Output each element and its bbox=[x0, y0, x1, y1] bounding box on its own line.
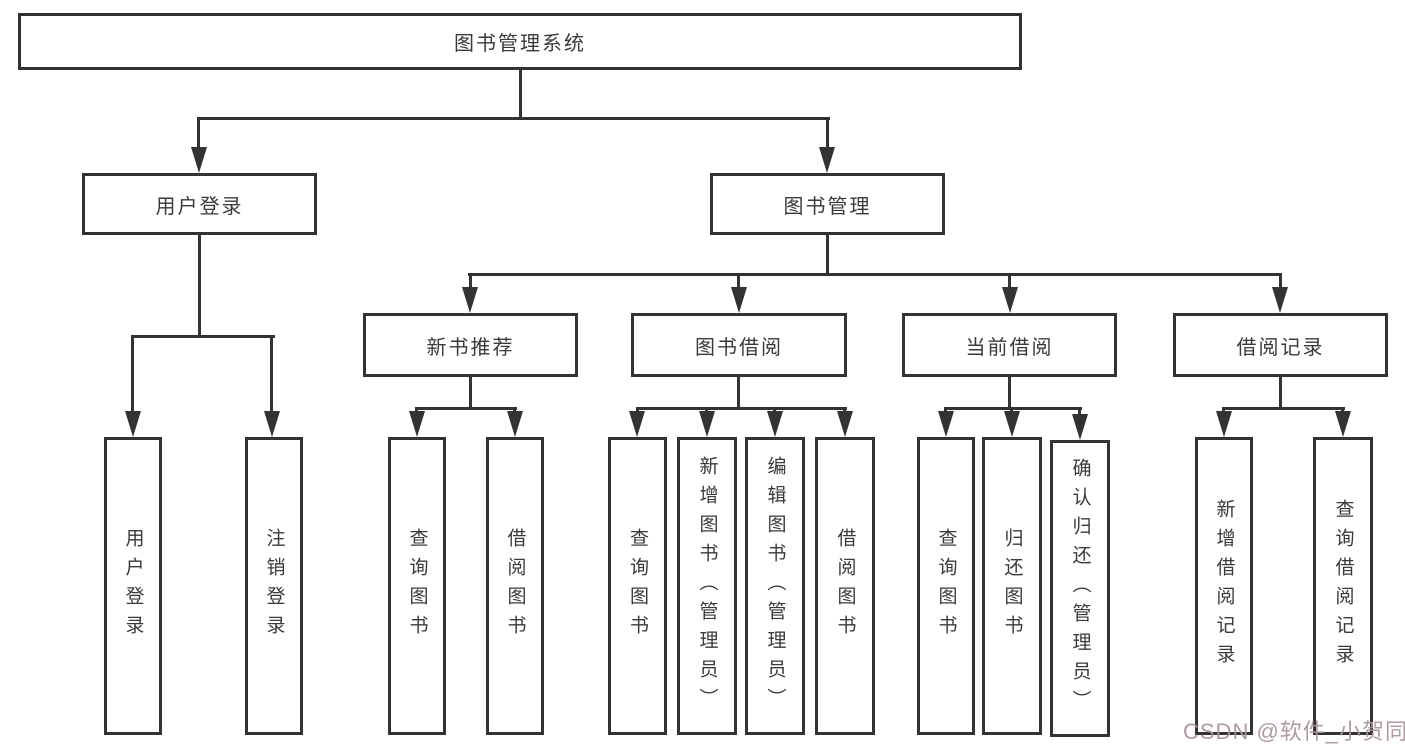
arrowhead-down-icon bbox=[629, 411, 645, 437]
leaf-label-logout: 注销登录 bbox=[263, 528, 285, 644]
node-box-new-book-rec: 新书推荐 bbox=[363, 313, 578, 377]
connector-stem-current-borrow bbox=[1008, 377, 1011, 410]
node-label-root: 图书管理系统 bbox=[454, 33, 586, 55]
connector-drop-current-borrow bbox=[1008, 273, 1011, 293]
csdn-watermark: CSDN @软件_小贺同学 bbox=[1183, 719, 1405, 744]
leaf-label-bb-query-books: 查询图书 bbox=[627, 528, 648, 644]
arrowhead-down-icon bbox=[699, 411, 715, 437]
arrowhead-down-icon bbox=[1335, 411, 1351, 437]
arrowhead-down-icon bbox=[1004, 411, 1020, 437]
arrowhead-down-icon bbox=[191, 147, 207, 173]
leaf-box-user-login: 用户登录 bbox=[104, 437, 162, 735]
leaf-label-user-login: 用户登录 bbox=[122, 528, 144, 644]
connector-branch-current-borrow bbox=[944, 407, 1082, 410]
arrowhead-down-icon bbox=[1002, 287, 1018, 313]
node-label-new-book-rec: 新书推荐 bbox=[426, 336, 515, 359]
connector-stem-root bbox=[519, 70, 522, 119]
node-label-borrow-record: 借阅记录 bbox=[1236, 336, 1325, 359]
leaf-box-br-add-record: 新增借阅记录 bbox=[1195, 437, 1253, 735]
connector-branch-borrow-record bbox=[1222, 407, 1345, 410]
leaf-label-bb-edit-books-admin: 编辑图书（管理员） bbox=[764, 455, 786, 717]
node-box-book-borrow: 图书借阅 bbox=[631, 313, 847, 377]
connector-drop-book-borrow bbox=[737, 273, 740, 293]
leaf-label-cb-confirm-return-admin: 确认归还（管理员） bbox=[1069, 458, 1091, 719]
connector-drop-ul-login bbox=[131, 335, 134, 417]
connector-branch-book-borrow bbox=[636, 407, 847, 410]
arrowhead-down-icon bbox=[938, 411, 954, 437]
arrowhead-down-icon bbox=[1272, 287, 1288, 313]
arrowhead-down-icon bbox=[1072, 414, 1088, 440]
arrowhead-down-icon bbox=[264, 411, 280, 437]
node-label-book-mgmt: 图书管理 bbox=[783, 195, 872, 218]
connector-branch-book-mgmt bbox=[468, 273, 1281, 276]
arrowhead-down-icon bbox=[125, 411, 141, 437]
leaf-label-bb-add-books-admin: 新增图书（管理员） bbox=[696, 455, 718, 717]
leaf-box-bb-borrow-books: 借阅图书 bbox=[815, 437, 875, 735]
connector-stem-book-mgmt bbox=[826, 235, 829, 276]
leaf-box-logout: 注销登录 bbox=[245, 437, 303, 735]
leaf-box-bb-query-books: 查询图书 bbox=[608, 437, 667, 735]
arrowhead-down-icon bbox=[819, 147, 835, 173]
arrowhead-down-icon bbox=[837, 411, 853, 437]
arrowhead-down-icon bbox=[462, 287, 478, 313]
connector-stem-borrow-record bbox=[1279, 377, 1282, 410]
leaf-box-cb-query-books: 查询图书 bbox=[917, 437, 975, 735]
leaf-label-bb-borrow-books: 借阅图书 bbox=[834, 528, 856, 644]
node-box-user-login: 用户登录 bbox=[82, 173, 317, 235]
arrowhead-down-icon bbox=[767, 411, 783, 437]
connector-stem-user-login bbox=[198, 235, 201, 338]
leaf-box-nb-borrow-books: 借阅图书 bbox=[486, 437, 544, 735]
connector-drop-book-mgmt bbox=[826, 117, 829, 153]
connector-branch-new-book-rec bbox=[415, 407, 517, 410]
node-label-current-borrow: 当前借阅 bbox=[965, 336, 1054, 359]
arrowhead-down-icon bbox=[507, 411, 523, 437]
connector-branch-user-login bbox=[131, 335, 275, 338]
connector-branch-root bbox=[197, 117, 830, 120]
leaf-label-cb-query-books: 查询图书 bbox=[935, 528, 957, 644]
leaf-box-br-query-record: 查询借阅记录 bbox=[1313, 437, 1373, 735]
leaf-box-cb-confirm-return-admin: 确认归还（管理员） bbox=[1050, 440, 1110, 737]
connector-stem-new-book-rec bbox=[469, 377, 472, 410]
leaf-label-br-add-record: 新增借阅记录 bbox=[1213, 499, 1235, 673]
leaf-box-bb-add-books-admin: 新增图书（管理员） bbox=[677, 437, 737, 735]
node-box-root: 图书管理系统 bbox=[18, 13, 1022, 70]
leaf-box-bb-edit-books-admin: 编辑图书（管理员） bbox=[745, 437, 805, 735]
connector-drop-user-login bbox=[197, 117, 200, 153]
arrowhead-down-icon bbox=[731, 287, 747, 313]
node-box-book-mgmt: 图书管理 bbox=[710, 173, 945, 235]
arrowhead-down-icon bbox=[1216, 411, 1232, 437]
arrowhead-down-icon bbox=[409, 411, 425, 437]
node-box-current-borrow: 当前借阅 bbox=[902, 313, 1117, 377]
node-box-borrow-record: 借阅记录 bbox=[1173, 313, 1388, 377]
leaf-label-cb-return-books: 归还图书 bbox=[1001, 528, 1023, 644]
leaf-label-nb-borrow-books: 借阅图书 bbox=[504, 528, 526, 644]
leaf-label-br-query-record: 查询借阅记录 bbox=[1332, 499, 1354, 673]
connector-drop-new-book-rec bbox=[469, 273, 472, 293]
leaf-label-nb-query-books: 查询图书 bbox=[406, 528, 428, 644]
node-label-book-borrow: 图书借阅 bbox=[695, 336, 783, 359]
node-label-user-login: 用户登录 bbox=[155, 195, 244, 218]
leaf-box-nb-query-books: 查询图书 bbox=[388, 437, 446, 735]
connector-drop-ul-logout bbox=[270, 335, 273, 417]
connector-stem-book-borrow bbox=[737, 377, 740, 410]
connector-drop-borrow-record bbox=[1279, 273, 1282, 293]
leaf-box-cb-return-books: 归还图书 bbox=[982, 437, 1042, 735]
